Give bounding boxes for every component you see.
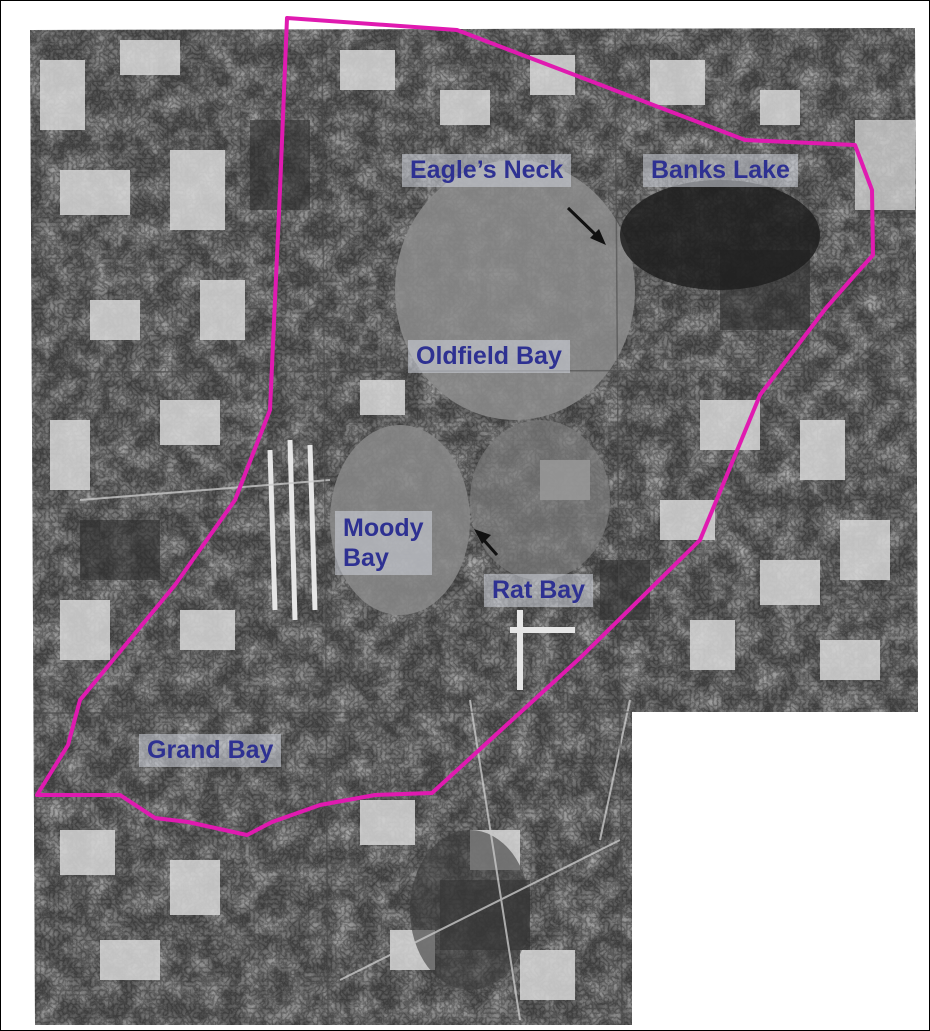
airfield-runways — [267, 439, 318, 621]
label-oldfield-bay: Oldfield Bay — [408, 340, 570, 373]
label-eagles-neck: Eagle’s Neck — [402, 154, 572, 187]
label-rat-bay: Rat Bay — [484, 574, 594, 607]
label-grand-bay: Grand Bay — [139, 734, 282, 767]
label-moody-bay: Moody Bay — [335, 511, 432, 575]
arrow-to-rat-bay — [474, 529, 499, 556]
study-area-boundary — [35, 16, 875, 837]
label-moody-bay-line1: Moody — [343, 514, 424, 542]
label-moody-bay-line2: Bay — [343, 544, 389, 572]
arrow-to-eagles-neck — [566, 206, 606, 245]
label-banks-lake: Banks Lake — [643, 154, 798, 187]
